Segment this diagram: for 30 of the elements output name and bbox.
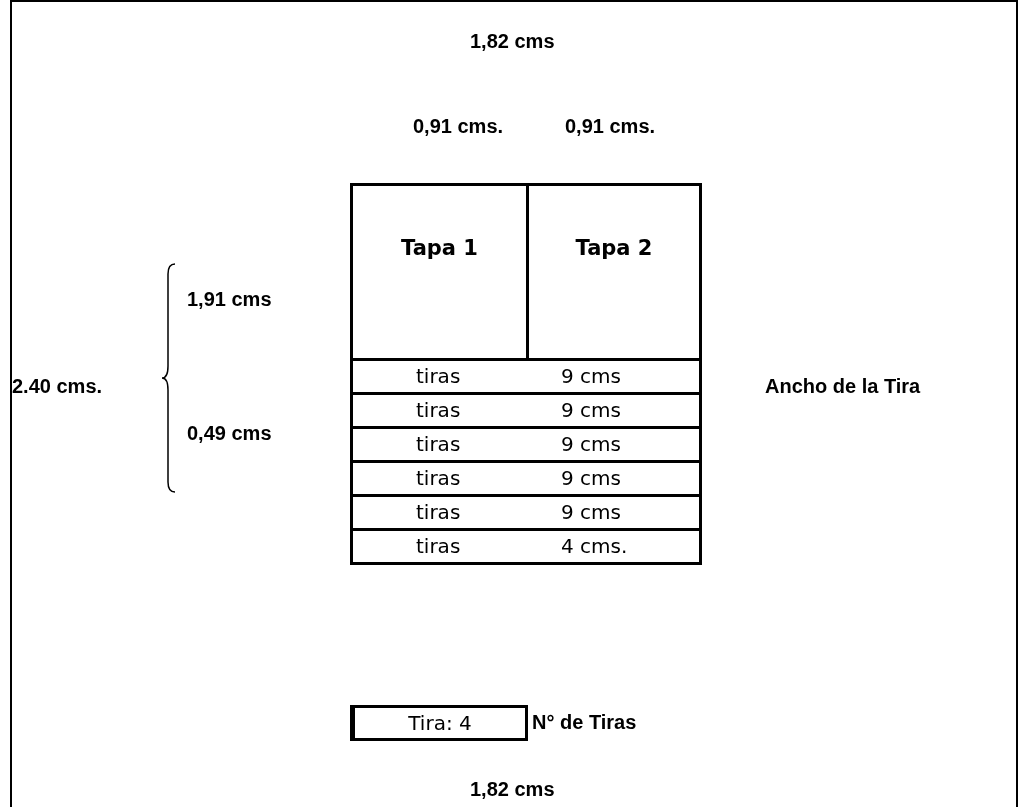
strip-width: 9 cms [561, 432, 621, 456]
strip-label: tiras [416, 364, 461, 388]
strip-width: 9 cms [561, 364, 621, 388]
strip-row [350, 426, 702, 463]
strip-count-field: Tira: 4 [350, 705, 528, 741]
dimension-label: 0,91 cms. [565, 115, 656, 138]
strip-label: tiras [416, 398, 461, 422]
dimension-label: 1,82 cms [470, 778, 555, 801]
strip-row [350, 358, 702, 395]
strip-label: tiras [416, 432, 461, 456]
strip-width: 9 cms [561, 398, 621, 422]
strip-width: 4 cms. [561, 534, 628, 558]
dimension-label: 2.40 cms. [12, 375, 103, 398]
column-label: Ancho de la Tira [765, 375, 921, 398]
field-caption: N° de Tiras [532, 711, 637, 734]
strip-row [350, 528, 702, 565]
dimension-label: 0,49 cms [187, 422, 272, 445]
cover-panel: Tapa 2 [526, 183, 702, 361]
strip-label: tiras [416, 466, 461, 490]
dimension-label: 1,91 cms [187, 288, 272, 311]
strip-row [350, 392, 702, 429]
dimension-label: 1,82 cms [470, 30, 555, 53]
strip-width: 9 cms [561, 500, 621, 524]
strip-width: 9 cms [561, 466, 621, 490]
strip-row [350, 494, 702, 531]
strip-label: tiras [416, 500, 461, 524]
strip-row [350, 460, 702, 497]
strip-label: tiras [416, 534, 461, 558]
dimension-label: 0,91 cms. [413, 115, 504, 138]
cover-panel: Tapa 1 [350, 183, 529, 361]
